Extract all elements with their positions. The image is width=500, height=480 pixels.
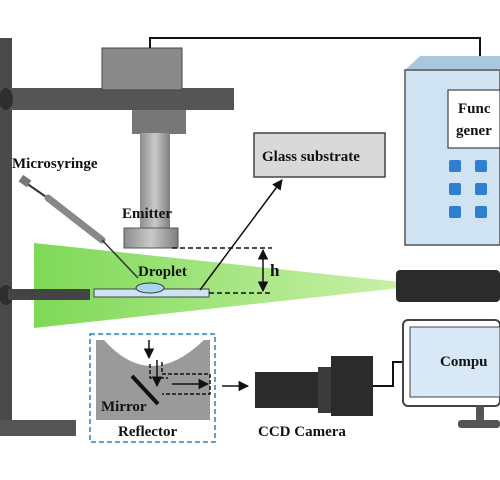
generator-display (447, 89, 500, 149)
function-generator: Func gener (404, 56, 500, 246)
height-label: h (270, 261, 280, 280)
lower-arm (8, 289, 90, 300)
emitter: Emitter (101, 47, 186, 249)
acoustic-beam (34, 243, 400, 328)
generator-label-line2: gener (456, 123, 492, 139)
emitter-column (140, 133, 170, 233)
emitter-tip (123, 227, 179, 249)
computer-stand-neck (476, 406, 484, 422)
reflector-label: Reflector (118, 424, 177, 440)
emitter-cable (149, 37, 481, 62)
ccd-camera-label: CCD Camera (258, 424, 346, 440)
height-marker: h (172, 247, 280, 294)
microsyringe: Microsyringe (12, 156, 139, 279)
upper-arm (8, 88, 234, 110)
reflector-ray-out-2 (161, 362, 211, 395)
mirror-label: Mirror (101, 399, 147, 415)
glass-substrate-pointer (199, 179, 283, 291)
microsyringe-label: Microsyringe (12, 156, 98, 172)
ccd-camera-lens (255, 372, 321, 408)
computer-label: Compu (440, 354, 488, 370)
computer: Compu (402, 319, 500, 428)
computer-screen (409, 326, 500, 398)
glass-substrate-box (253, 132, 386, 178)
ccd-camera: CCD Camera (255, 356, 373, 440)
droplet (135, 282, 165, 294)
upper-clamp (0, 88, 13, 110)
glass-substrate-callout: Glass substrate (199, 132, 386, 291)
camera-cable (373, 361, 405, 387)
stand-base (0, 420, 76, 436)
reflector-ray-out-1 (149, 364, 168, 379)
emitter-mount (132, 110, 186, 134)
emitter-housing (101, 47, 183, 91)
ccd-camera-body (331, 356, 373, 416)
microsyringe-needle (101, 239, 139, 279)
generator-label-line1: Func (458, 101, 491, 117)
droplet-label: Droplet (138, 264, 187, 280)
beam-receiver (396, 270, 500, 302)
ccd-camera-lens-ring (318, 367, 332, 413)
glass-substrate-label: Glass substrate (262, 149, 360, 165)
mirror (130, 374, 160, 406)
reflector-inset: Mirror Reflector (89, 333, 216, 443)
microsyringe-plunger-head (18, 174, 32, 188)
generator-keypad (449, 160, 487, 218)
emitter-label: Emitter (122, 206, 172, 222)
stand-pole (0, 38, 12, 428)
computer-stand-base (458, 420, 500, 428)
microsyringe-barrel (44, 194, 106, 244)
stand (0, 38, 234, 436)
